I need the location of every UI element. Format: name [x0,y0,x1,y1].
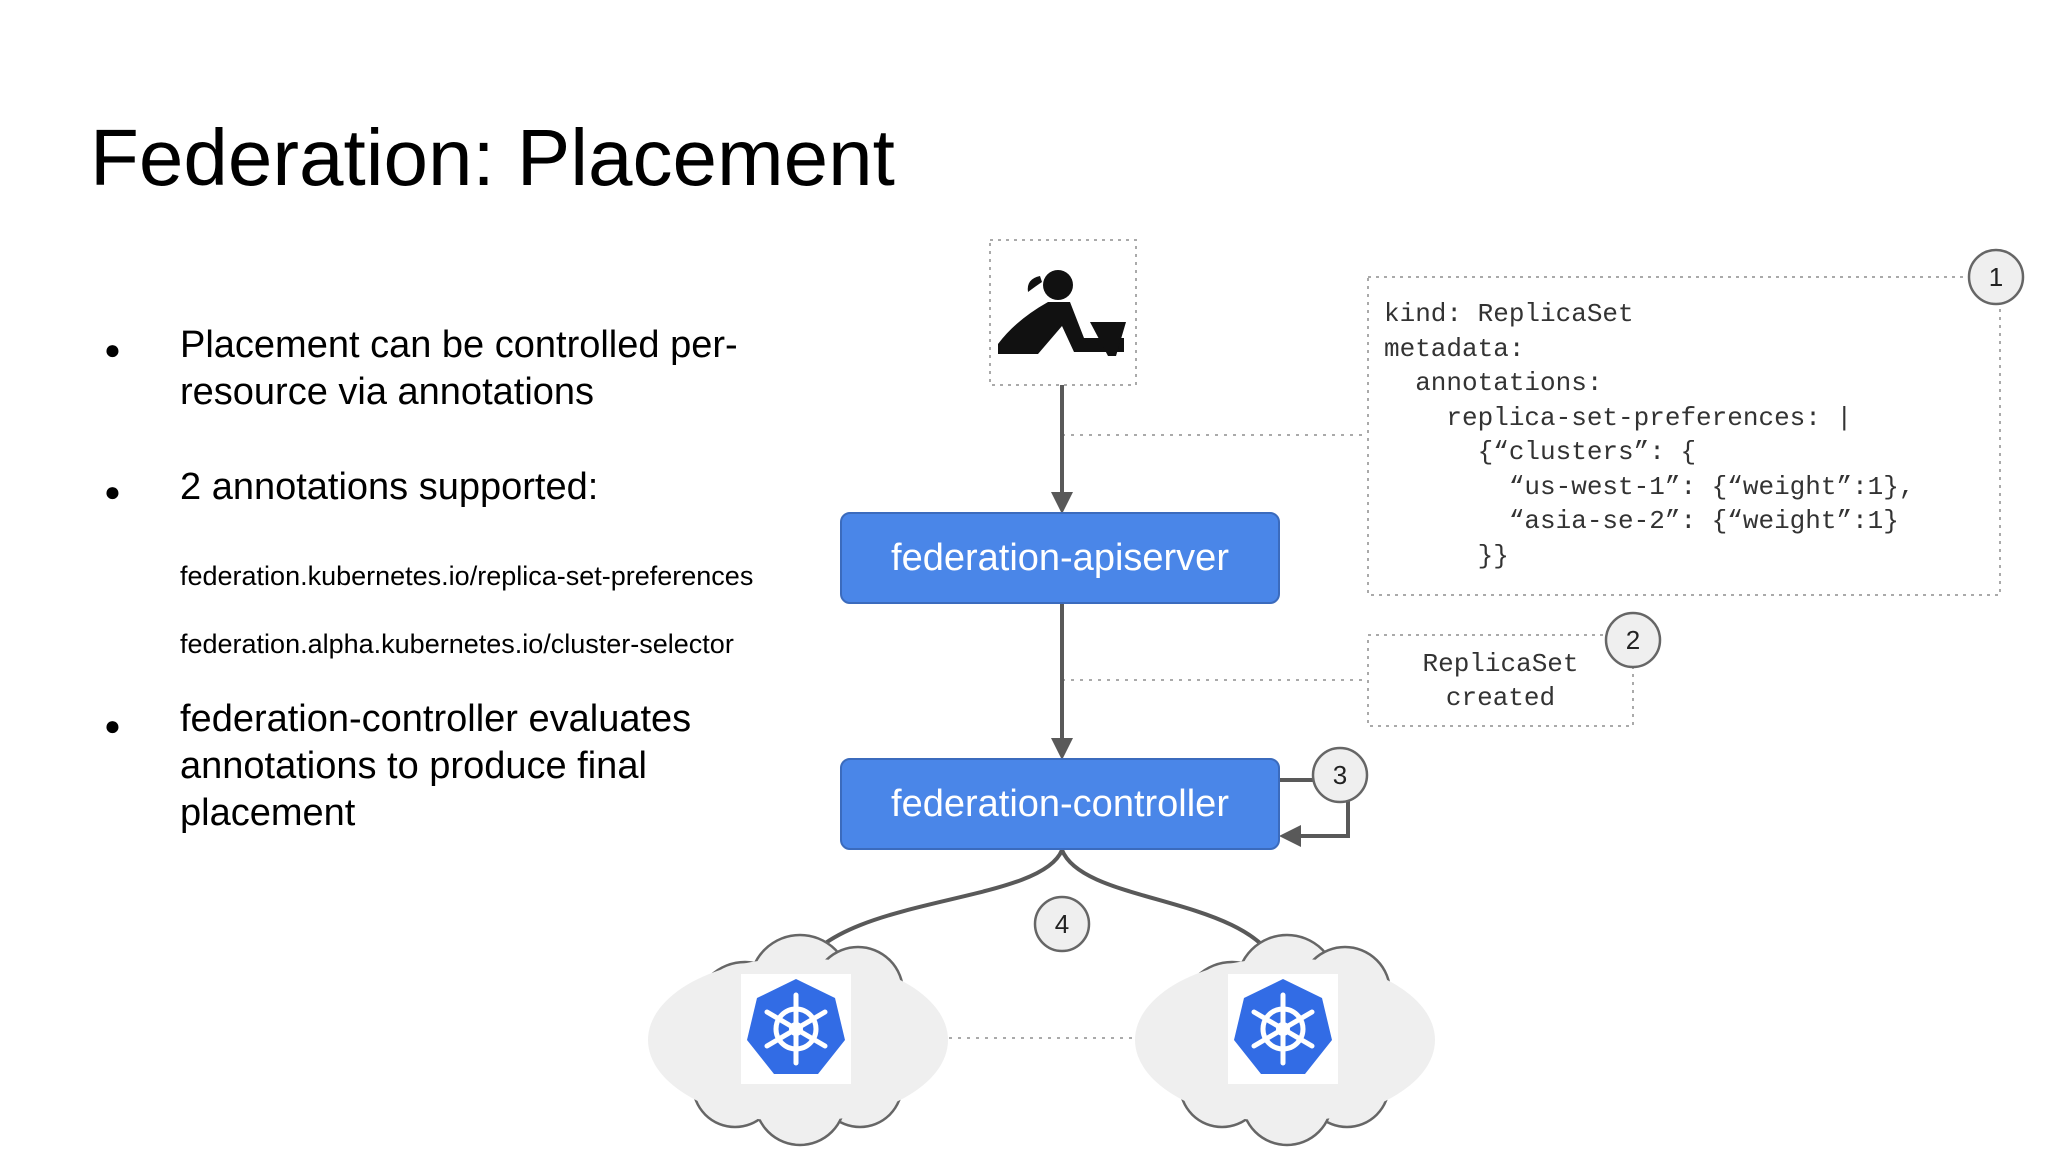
slide-title: Federation: Placement [90,113,895,202]
note-line-1: ReplicaSet [1422,649,1579,679]
arrow-controller-to-cluster-2 [1060,849,1284,974]
step-badge-3 [1311,746,1369,804]
kubernetes-helm-icon [1234,979,1332,1074]
bullet-dot: ● [104,476,121,507]
person-at-laptop-icon [998,270,1126,356]
replicaset-yaml-code: kind: ReplicaSet metadata: annotations: … [1384,299,1915,571]
code-frame [1367,276,2001,596]
bullet-dot: ● [104,334,121,365]
user-frame [989,239,1137,386]
bullet-dot: ● [104,710,121,741]
note-frame [1367,634,1634,727]
step-number-1: 1 [1988,262,2004,292]
replicaset-created-note: ReplicaSet created [1368,647,1633,715]
annotation-cluster-selector: federation.alpha.kubernetes.io/cluster-s… [180,629,734,659]
bullet-controller-text: federation-controller evaluates annotati… [180,698,692,834]
federation-controller-node: federation-controller [840,758,1280,850]
federation-apiserver-node: federation-apiserver [840,512,1280,604]
kubernetes-helm-icon [747,979,845,1074]
annotation-replica-set-preferences: federation.kubernetes.io/replica-set-pre… [180,561,754,591]
step-badge-1 [1967,248,2025,306]
bullet-placement-text: Placement can be controlled per-resource… [180,324,738,413]
step-badge-4 [1033,895,1091,953]
step-number-4: 4 [1054,909,1070,939]
note-line-2: created [1445,683,1556,713]
step-number-2: 2 [1625,625,1641,655]
step-badge-2 [1604,611,1662,669]
step-number-3: 3 [1332,760,1348,790]
bullet-annotations-text: 2 annotations supported: [180,466,599,508]
